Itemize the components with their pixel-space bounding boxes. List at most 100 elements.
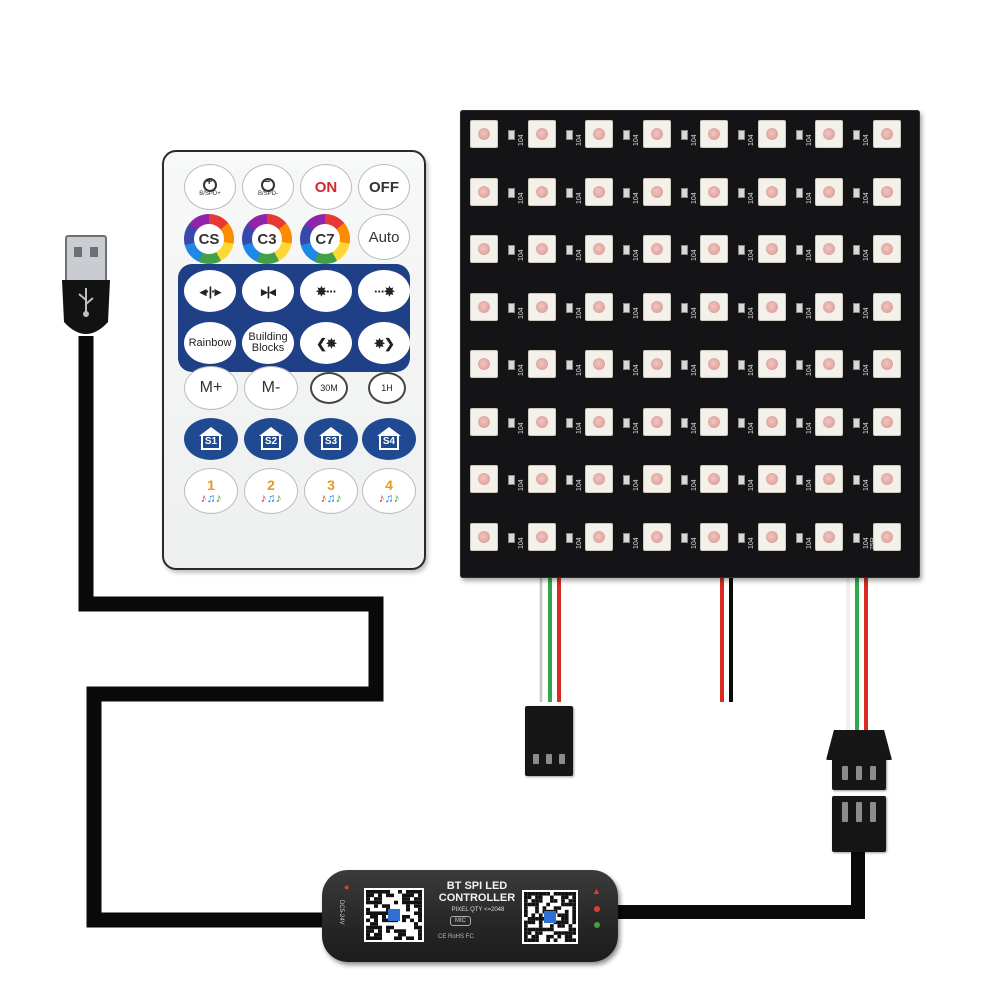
connector-pin — [856, 766, 862, 780]
color-cs-button[interactable]: CS — [184, 214, 234, 264]
building-blocks-button[interactable]: Building Blocks — [242, 322, 294, 364]
capacitor-code-label: 104 — [518, 364, 525, 376]
led-pixel — [585, 177, 613, 206]
smd-capacitor — [508, 360, 515, 370]
capacitor-code-label: 104 — [863, 479, 870, 491]
brightness-up-button[interactable]: B/SPD+ — [184, 164, 236, 210]
capacitor-code-label: 104 — [633, 421, 640, 434]
capacitor-code-label: 104 — [575, 364, 583, 376]
led-pixel — [700, 350, 728, 378]
power-off-button[interactable]: OFF — [358, 164, 410, 210]
music-3-label: 3 — [327, 476, 335, 493]
capacitor-code-label: 104 — [863, 134, 870, 146]
timer-30m-button[interactable]: 30M — [310, 372, 348, 404]
smd-capacitor — [853, 532, 860, 543]
capacitor-code-label: 104 — [575, 134, 583, 146]
scene-3-button[interactable]: S3 — [304, 418, 358, 460]
smd-capacitor — [853, 187, 860, 198]
building-blocks-label-line2: Blocks — [251, 342, 285, 354]
timer-1h-button[interactable]: 1H — [368, 372, 406, 404]
jst-connector-male-left — [525, 706, 573, 776]
capacitor-code-label: 104 — [863, 306, 870, 319]
capacitor-code-label: 104 — [518, 134, 525, 146]
smd-capacitor — [738, 475, 745, 485]
color-c7-button[interactable]: C7 — [300, 214, 350, 264]
effect-converge-button[interactable]: ▸|◂ — [242, 270, 294, 312]
led-pixel — [642, 350, 671, 378]
connector-pin — [842, 802, 848, 822]
capacitor-code-label: 104 — [575, 421, 583, 434]
led-pixel — [757, 522, 786, 551]
effect-next-button[interactable]: ✸❯ — [358, 322, 410, 364]
connector-pin — [870, 802, 876, 822]
effect-star-right-button[interactable]: ···✸ — [358, 270, 410, 312]
led-pixel — [642, 292, 671, 321]
smd-capacitor — [623, 475, 630, 485]
music-4-label: 4 — [385, 476, 393, 493]
led-pixel — [700, 407, 728, 436]
status-led-green — [594, 922, 600, 928]
right-signal-wires — [846, 578, 868, 732]
smd-capacitor — [623, 302, 630, 313]
capacitor-code-label: 104 — [748, 421, 755, 434]
smd-capacitor — [565, 475, 573, 485]
capacitor-code-label: 104 — [805, 421, 813, 434]
music-4-button[interactable]: 4 ♪♫♪ — [362, 468, 416, 514]
capacitor-code-label: 104 — [690, 364, 698, 376]
smd-capacitor — [565, 302, 573, 313]
effect-star-left-button[interactable]: ✸··· — [300, 270, 352, 312]
auto-button[interactable]: Auto — [358, 214, 410, 260]
smd-capacitor — [795, 360, 803, 370]
smd-capacitor — [508, 130, 515, 140]
color-c3-button[interactable]: C3 — [242, 214, 292, 264]
controller-power-mark: ● — [344, 882, 350, 892]
smd-capacitor — [738, 187, 745, 198]
connector-pin — [533, 754, 539, 764]
led-pixel — [815, 120, 843, 148]
led-pixel — [757, 407, 786, 436]
controller-title-line1: BT SPI LED — [446, 880, 508, 892]
scene-icon: S2 — [257, 427, 285, 451]
led-pixel — [872, 465, 901, 493]
usb-metal-shell — [65, 235, 107, 283]
scene-4-button[interactable]: S4 — [362, 418, 416, 460]
led-pixel — [470, 177, 498, 206]
smd-capacitor — [565, 245, 573, 255]
smd-capacitor — [680, 302, 688, 313]
led-pixel — [527, 120, 556, 148]
mode-minus-label: M- — [261, 379, 281, 396]
effect-prev-button[interactable]: ❮✸ — [300, 322, 352, 364]
rainbow-button[interactable]: Rainbow — [184, 322, 236, 364]
smd-capacitor — [565, 532, 573, 543]
effect-spread-button[interactable]: ◂·|·▸ — [184, 270, 236, 312]
color-cs-label: CS — [194, 224, 224, 254]
music-1-button[interactable]: 1 ♪♫♪ — [184, 468, 238, 514]
capacitor-code-label: 104 — [748, 479, 755, 491]
music-2-label: 2 — [267, 476, 275, 493]
power-on-button[interactable]: ON — [300, 164, 352, 210]
certification-marks: CE RoHS FC — [438, 934, 474, 940]
scene-3-label: S3 — [321, 436, 341, 450]
power-off-label: OFF — [369, 178, 399, 196]
scene-1-button[interactable]: S1 — [184, 418, 238, 460]
led-pixel — [470, 235, 498, 263]
music-2-button[interactable]: 2 ♪♫♪ — [244, 468, 298, 514]
connector-pin — [842, 766, 848, 780]
led-pixel — [527, 177, 556, 206]
led-pixel — [585, 522, 613, 551]
led-pixel — [470, 522, 498, 551]
capacitor-code-label: 104 — [863, 536, 870, 549]
smd-capacitor — [508, 532, 515, 543]
capacitor-code-label: 104 — [748, 364, 755, 376]
usb-icon — [78, 288, 94, 317]
capacitor-code-label: 104 — [690, 306, 698, 319]
scene-2-button[interactable]: S2 — [244, 418, 298, 460]
brightness-down-button[interactable]: B/SPD- — [242, 164, 294, 210]
brightness-icon — [261, 176, 275, 192]
music-3-button[interactable]: 3 ♪♫♪ — [304, 468, 358, 514]
capacitor-code-label: 104 — [805, 479, 813, 491]
mode-minus-button[interactable]: M- — [244, 366, 298, 410]
capacitor-code-label: 104 — [748, 191, 755, 204]
mode-plus-button[interactable]: M+ — [184, 366, 238, 410]
timer-30m-label: 30M — [320, 383, 338, 393]
